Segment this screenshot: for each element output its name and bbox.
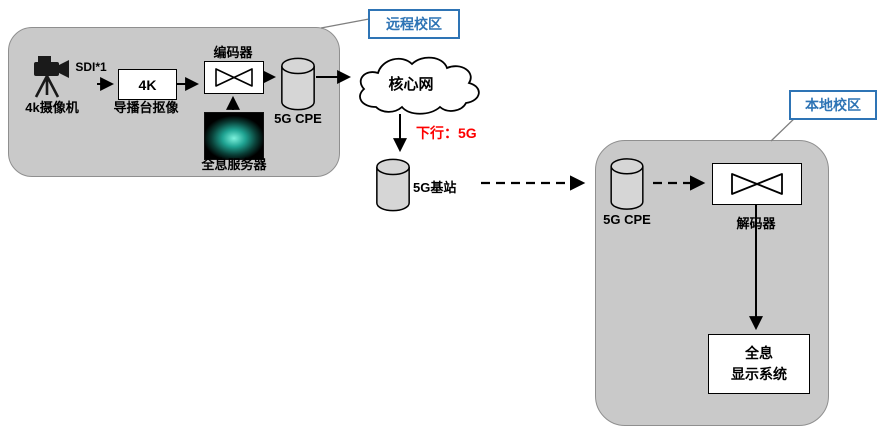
cpe-local-cylinder-icon [610,158,644,210]
video-camera-icon [34,56,69,98]
line-remote-label-connector [320,18,370,29]
local-campus-tag: 本地校区 [789,90,877,120]
hologram-server-image [204,112,264,160]
cpe-local-label: 5G CPE [603,212,651,227]
keying-label: 导播台抠像 [113,100,179,115]
core-network-cloud-icon [359,56,480,115]
encoder-box [204,61,264,94]
decoder-box [712,163,802,205]
display-system-line2: 显示系统 [731,366,787,382]
hologram-server-label: 全息服务器 [201,157,267,172]
downlink-5g-label: 下行：5G [416,125,477,141]
hologram-display-system-box: 全息 显示系统 [708,334,810,394]
cpe-remote-label: 5G CPE [274,111,322,126]
base-station-label: 5G基站 [413,180,457,195]
4k-signal-box: 4K [118,69,177,100]
sdi-label: SDI*1 [75,60,107,74]
cpe-remote-cylinder-icon [281,57,315,111]
encoder-label: 编码器 [213,45,253,60]
encoder-codec-icon [215,68,253,87]
display-system-line1: 全息 [745,345,773,361]
camera-label: 4k摄像机 [25,100,79,115]
remote-campus-tag: 远程校区 [368,9,460,39]
base-station-cylinder-icon [376,158,410,212]
core-network-label: 核心网 [388,76,434,93]
decoder-codec-icon [731,173,783,195]
decoder-label: 解码器 [736,216,776,231]
